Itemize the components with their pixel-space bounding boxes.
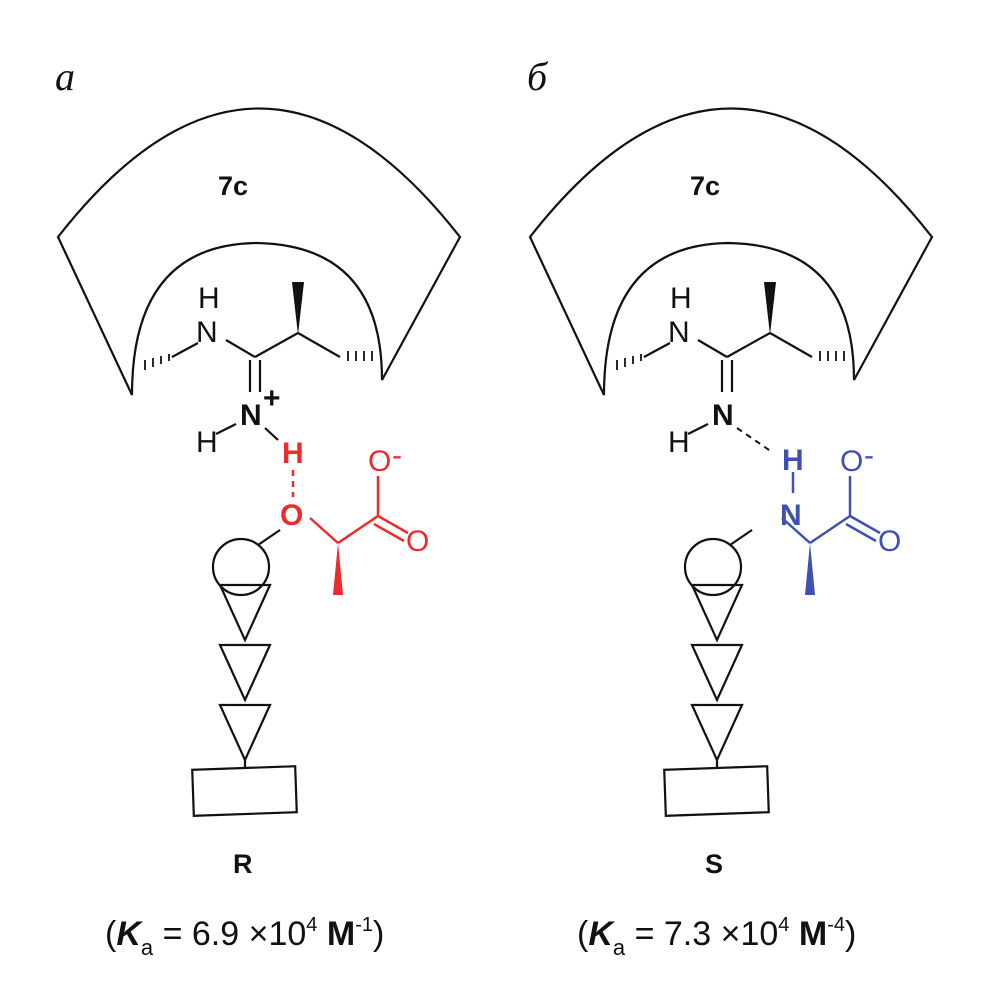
ka-close: ) <box>373 915 384 953</box>
bond <box>171 342 199 358</box>
configuration-label: S <box>705 849 723 879</box>
guest-heteroatom: N <box>780 499 802 532</box>
ka-close: ) <box>845 915 856 953</box>
bond <box>849 514 881 535</box>
configuration-label: R <box>233 849 253 879</box>
bond <box>264 427 279 441</box>
ka-value: = 6.9 ×10 <box>153 915 306 953</box>
h-top: H <box>198 282 220 315</box>
carboxylate-charge: - <box>864 439 874 472</box>
ka-exponent: 4 <box>778 914 789 936</box>
bond <box>297 332 341 358</box>
ka-symbol: K <box>116 915 143 953</box>
anchor-block <box>191 765 298 817</box>
bond <box>377 514 409 535</box>
triangle-unit <box>218 643 272 703</box>
host-cavity <box>56 107 462 396</box>
circle-unit <box>211 537 271 597</box>
bond <box>697 339 728 358</box>
bond <box>643 342 671 358</box>
triangle-unit <box>690 703 744 763</box>
hydrogen-bond <box>736 427 773 453</box>
triangle-unit <box>218 583 272 643</box>
bond <box>309 517 339 544</box>
bond <box>373 522 405 543</box>
ka-open: ( <box>577 915 589 953</box>
bond <box>687 423 709 435</box>
ka-unit-exponent: -1 <box>355 914 373 936</box>
h-left: H <box>196 426 218 459</box>
bond <box>845 522 877 543</box>
ka-unit: M <box>789 915 827 953</box>
ka-value: = 7.3 ×10 <box>625 915 778 953</box>
bond <box>729 529 753 546</box>
ka-subscript: a <box>141 935 154 960</box>
bond <box>769 332 813 358</box>
ka-open: ( <box>105 915 117 953</box>
ka-unit: M <box>317 915 355 953</box>
circle-unit <box>683 537 743 597</box>
wedge-bond <box>292 282 304 335</box>
bond <box>215 423 237 435</box>
bond <box>726 332 771 358</box>
ka-symbol: K <box>588 915 615 953</box>
ka-exponent: 4 <box>306 914 317 936</box>
guest-h: H <box>282 437 304 470</box>
carboxylate-o: O <box>368 445 391 478</box>
imine-n: N <box>712 399 734 432</box>
amide-n: N <box>668 316 690 349</box>
host-label: 7c <box>690 171 720 201</box>
carboxylate-o: O <box>840 445 863 478</box>
imine-charge: + <box>263 382 281 415</box>
carboxylate-charge: - <box>392 439 402 472</box>
bond <box>337 514 379 545</box>
wedge-bond <box>764 282 776 335</box>
panel-label: б <box>527 54 549 99</box>
carbonyl-o: O <box>878 525 901 558</box>
bond <box>225 339 256 358</box>
anchor-block <box>663 765 770 817</box>
ka-label: (Ka = 7.3 ×104 M-4) <box>577 914 856 960</box>
ka-unit-exponent: -4 <box>827 914 845 936</box>
bond <box>254 332 299 358</box>
wedge-bond <box>333 543 343 595</box>
h-top: H <box>670 282 692 315</box>
carbonyl-o: O <box>406 525 429 558</box>
bond <box>781 517 811 544</box>
h-left: H <box>668 426 690 459</box>
amide-n: N <box>196 316 218 349</box>
guest-heteroatom: O <box>280 499 303 532</box>
bond <box>257 529 281 546</box>
host-cavity <box>528 107 934 396</box>
ka-subscript: a <box>613 935 626 960</box>
ka-label: (Ka = 6.9 ×104 M-1) <box>105 914 384 960</box>
panel-label: а <box>55 54 75 99</box>
triangle-unit <box>690 583 744 643</box>
imine-n: N <box>240 399 262 432</box>
wedge-bond <box>805 543 815 595</box>
guest-h: H <box>782 444 804 477</box>
bond <box>809 514 851 545</box>
host-label: 7c <box>218 171 248 201</box>
triangle-unit <box>218 703 272 763</box>
triangle-unit <box>690 643 744 703</box>
